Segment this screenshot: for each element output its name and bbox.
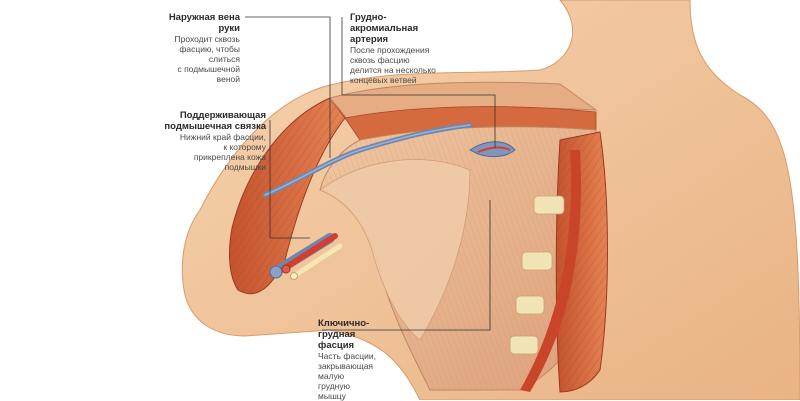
leader-suspensory-ligament xyxy=(269,120,310,239)
pectoralis-minor-covering xyxy=(319,159,471,341)
label-suspensory-ligament-title: Поддерживающая подмышечная связка xyxy=(164,110,266,132)
label-suspensory-ligament: Поддерживающая подмышечная связка Нижний… xyxy=(160,110,266,172)
label-clavipectoral-fascia-desc: Часть фасции, закрывающая малую грудную … xyxy=(318,351,377,401)
cephalic-vein-highlight xyxy=(264,124,471,196)
label-thoracoacromial-artery-title: Грудно- акромиальная артерия xyxy=(350,12,419,45)
thoracoacromial-artery xyxy=(469,141,516,158)
label-thoracoacromial-artery-desc: После прохождения сквозь фасцию делится … xyxy=(350,45,436,85)
label-suspensory-ligament-desc: Нижний край фасции, к которому прикрепле… xyxy=(179,132,266,172)
artery-branch xyxy=(477,146,511,153)
label-cephalic-vein-desc: Проходит сквозь фасцию, чтобы слиться с … xyxy=(174,34,240,84)
leader-cephalic-vein xyxy=(245,16,331,158)
label-thoracoacromial-artery: Грудно- акромиальная артерия После прохо… xyxy=(350,12,460,85)
rib-cartilages xyxy=(509,195,565,355)
label-cephalic-vein: Наружная вена руки Проходит сквозь фасци… xyxy=(150,12,240,84)
muscle-border-strip xyxy=(520,150,582,392)
axillary-vessels xyxy=(269,233,343,280)
serratus-fibers xyxy=(556,132,608,392)
leader-thoracoacromial-artery xyxy=(341,17,496,148)
deltoid-fibers xyxy=(229,98,345,294)
label-clavipectoral-fascia: Ключично- грудная фасция Часть фасции, з… xyxy=(318,318,408,401)
label-cephalic-vein-title: Наружная вена руки xyxy=(168,12,240,34)
leader-lines xyxy=(245,16,496,331)
leader-clavipectoral-fascia xyxy=(322,200,491,331)
label-clavipectoral-fascia-title: Ключично- грудная фасция xyxy=(318,318,370,351)
